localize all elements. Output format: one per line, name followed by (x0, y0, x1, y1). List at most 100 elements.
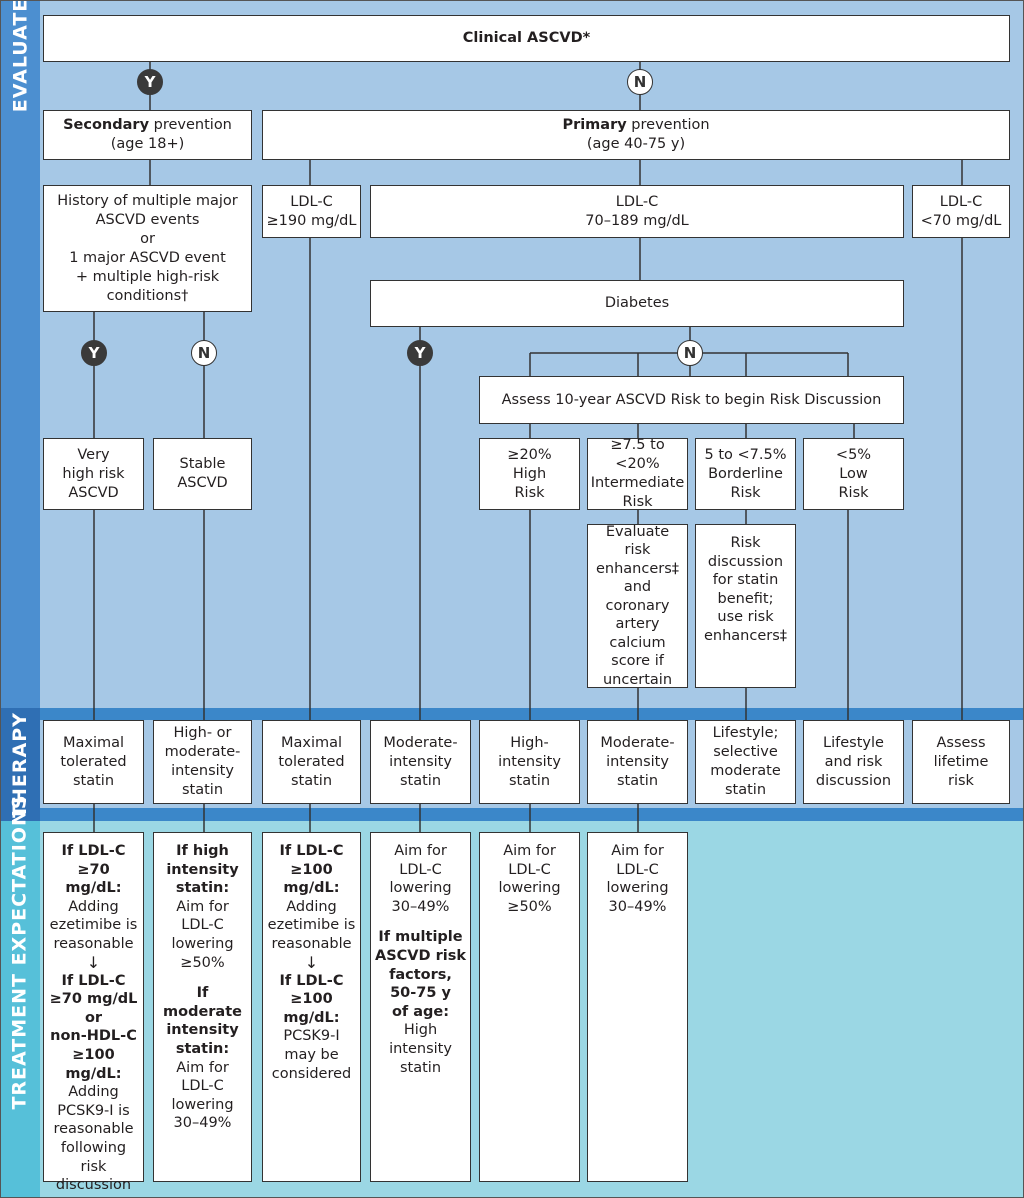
expectation-line: Aim for (394, 843, 447, 859)
therapy-line: selective (713, 744, 778, 760)
risk-intermediate-line: Risk (622, 494, 653, 510)
expectation-line: 30–49% (608, 898, 667, 915)
expectation-line: lowering (171, 935, 234, 952)
expectation-box-6: Aim for LDL-C lowering 30–49% (587, 832, 688, 1182)
expectation-bold-line: If LDL-C (279, 972, 344, 989)
expectation-bold-line: ≥100 mg/dL: (283, 991, 340, 1026)
expectation-box-5: Aim for LDL-C lowering ≥50% (479, 832, 580, 1182)
diabetes-no-node: N (677, 340, 703, 366)
therapy-line: statin (72, 772, 115, 789)
no-label: N (633, 73, 647, 91)
therapy-line: statin (290, 772, 333, 789)
therapy-box-4: Moderate- intensity statin (370, 720, 471, 804)
risk-borderline-line: Risk (730, 484, 761, 501)
expectation-bold-line: If high (176, 843, 229, 859)
therapy-box-6: Moderate- intensity statin (587, 720, 688, 804)
risk-low-box: <5% Low Risk (803, 438, 904, 510)
expectation-line: Adding (68, 898, 119, 915)
diabetes-label: Diabetes (604, 295, 670, 311)
therapy-box-9: Assess lifetime risk (912, 720, 1010, 804)
therapy-line: Lifestyle; (712, 725, 779, 741)
therapy-line: Moderate- (600, 734, 675, 751)
therapy-line: tolerated (278, 753, 345, 770)
expectation-line: LDL-C (616, 861, 659, 878)
down-arrow-icon: ↓ (86, 952, 101, 972)
expectation-line: may be (284, 1046, 339, 1063)
risk-discussion-box: Risk discussion for statin benefit; use … (695, 524, 796, 688)
enhancers-line: Evaluate (605, 523, 670, 540)
therapy-box-1: Maximal tolerated statin (43, 720, 144, 804)
secondary-age: (age 18+) (110, 136, 185, 152)
risk-low-line: Risk (838, 484, 869, 501)
expectation-line: reasonable (271, 935, 352, 952)
ldl-lt70-line: <70 mg/dL (920, 212, 1002, 229)
very-high-risk-line: Very (77, 446, 110, 463)
therapy-line: moderate- (164, 744, 241, 760)
therapy-line: statin (724, 782, 767, 798)
risk-discussion-line: benefit; (717, 590, 774, 607)
therapy-line: Maximal (280, 734, 343, 751)
risk-low-line: <5% (835, 446, 872, 463)
clinical-ascvd-label: Clinical ASCVD* (462, 30, 591, 46)
diabetes-yes-node: Y (407, 340, 433, 366)
expectation-line: PCSK9-I (283, 1028, 340, 1045)
risk-borderline-line: 5 to <7.5% (704, 446, 787, 463)
expectation-box-1: If LDL-C ≥70 mg/dL: Adding ezetimibe is … (43, 832, 144, 1193)
history-line: 1 major ASCVD event (69, 249, 226, 266)
expectation-line: ezetimibe is (49, 917, 138, 934)
expectation-bold-line: statin: (175, 1040, 230, 1057)
ldl-190-box: LDL-C ≥190 mg/dL (262, 185, 361, 238)
history-no-node: N (191, 340, 217, 366)
expectation-box-3: If LDL-C ≥100 mg/dL: Adding ezetimibe is… (262, 832, 361, 1182)
expectation-bold-line: 50-75 y (390, 985, 451, 1002)
history-line: + multiple high-risk (75, 268, 220, 285)
very-high-risk-line: ASCVD (68, 484, 119, 501)
expectation-line: Aim for (176, 1059, 229, 1076)
therapy-line: intensity (171, 763, 234, 779)
yes-label: Y (414, 344, 426, 362)
expectation-line: lowering (389, 880, 452, 897)
enhancers-line: calcium (609, 634, 666, 651)
risk-discussion-line: Risk (730, 535, 761, 551)
enhancers-line: artery (615, 616, 660, 633)
no-label: N (683, 344, 697, 362)
secondary-prevention-title: Secondary prevention (63, 117, 232, 133)
therapy-box-2: High- or moderate- intensity statin (153, 720, 252, 804)
expectation-bold-line: or (84, 1009, 103, 1026)
clinical-yes-node: Y (137, 69, 163, 95)
therapy-line: High- (510, 734, 549, 751)
enhancers-line: enhancers‡ (595, 560, 680, 577)
expectation-bold-line: moderate (163, 1003, 242, 1020)
history-line: or (140, 230, 155, 247)
evaluate-sidebar (0, 0, 40, 708)
expectation-line: lowering (171, 1096, 234, 1113)
enhancers-line: risk (624, 542, 651, 559)
risk-intermediate-line: ≥7.5 to <20% (610, 437, 665, 472)
therapy-band-top-edge (0, 708, 1024, 720)
expectation-line: 30–49% (391, 898, 450, 915)
ldl-70-189-line: LDL-C (615, 193, 659, 210)
therapy-line: Moderate- (383, 734, 458, 751)
expectation-line: PCSK9-I is (57, 1102, 130, 1119)
history-yes-node: Y (81, 340, 107, 366)
clinical-no-node: N (627, 69, 653, 95)
very-high-risk-line: high risk (62, 465, 125, 482)
expectation-line: considered (271, 1065, 352, 1082)
expectation-line: LDL-C (399, 861, 442, 878)
expectation-bold-line: ≥100 mg/dL: (65, 1046, 122, 1082)
therapy-line: Assess (936, 734, 986, 751)
primary-prevention-box: Primary prevention (age 40-75 y) (262, 110, 1010, 160)
ldl-190-line: ≥190 mg/dL (266, 212, 357, 229)
expectation-line: LDL-C (508, 861, 551, 878)
therapy-box-7: Lifestyle; selective moderate statin (695, 720, 796, 804)
expectation-bold-line: If LDL-C (61, 843, 126, 859)
expectation-line: Aim for (176, 898, 229, 915)
expectation-line: reasonable (53, 1121, 134, 1138)
assess-risk-box: Assess 10-year ASCVD Risk to begin Risk … (479, 376, 904, 424)
expectation-bold-line: If multiple (378, 929, 463, 946)
expectation-bold-line: intensity (166, 861, 239, 878)
expectation-line: Adding (68, 1084, 119, 1101)
expectation-line: ≥50% (180, 954, 225, 971)
therapy-band-bottom-edge (0, 808, 1024, 821)
yes-label: Y (144, 73, 156, 91)
